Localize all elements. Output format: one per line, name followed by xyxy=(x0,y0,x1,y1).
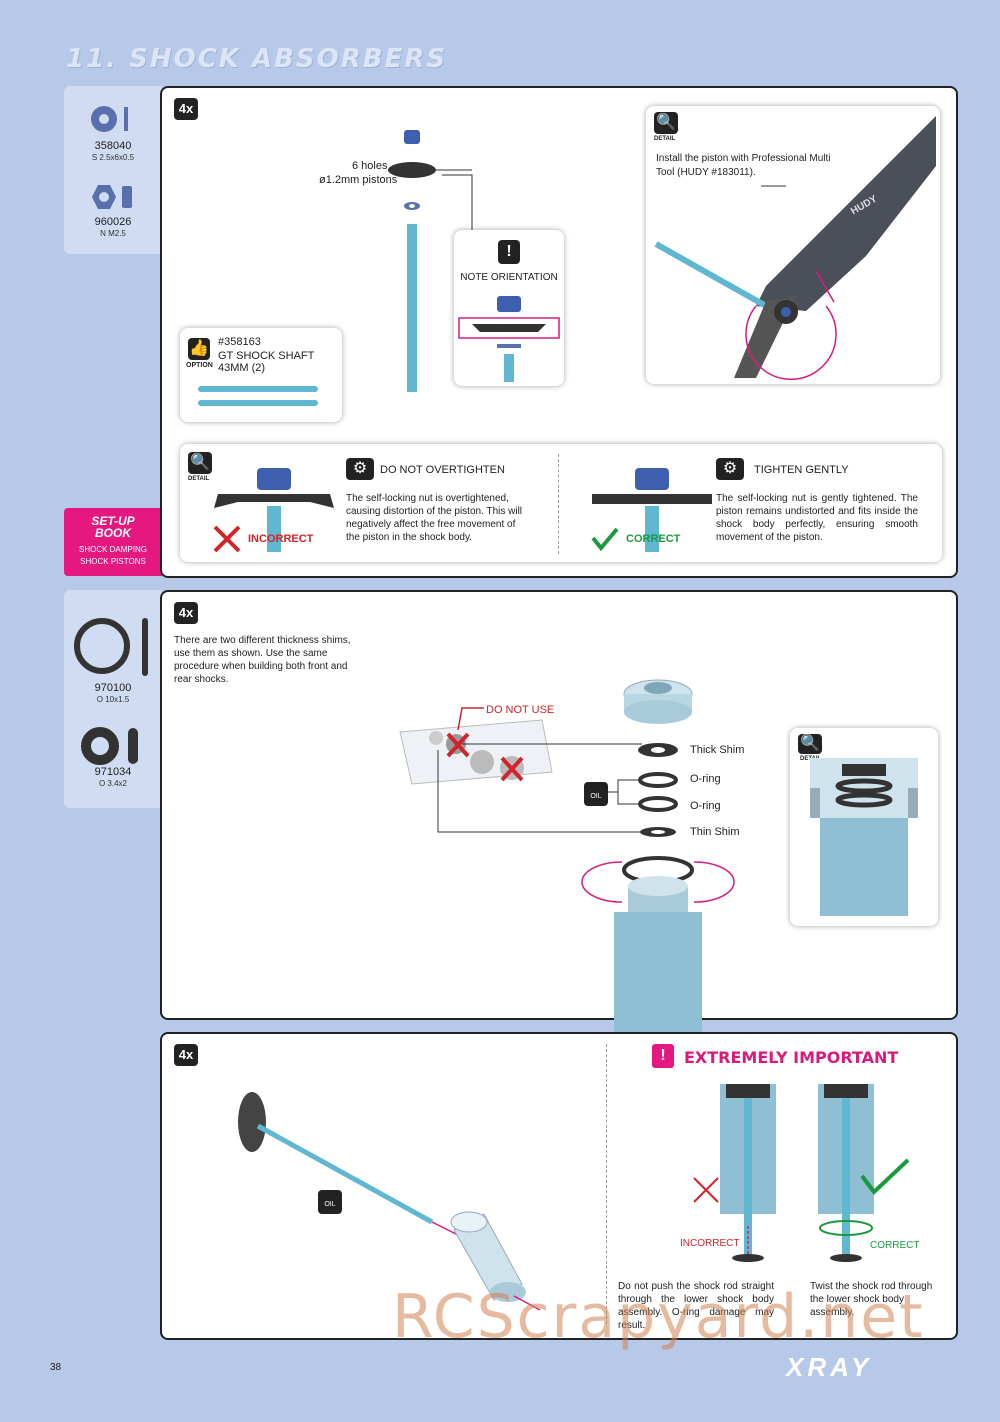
washer-icon xyxy=(91,106,128,132)
do-not-use-label: DO NOT USE xyxy=(486,704,555,716)
parts-sidebar-1: 358040 S 2.5x6x0.5 960026 N M2.5 xyxy=(64,86,162,254)
part-size: S 2.5x6x0.5 xyxy=(91,153,135,162)
incorrect-text: Do not push the shock rod straight throu… xyxy=(618,1281,774,1331)
detail-magnifier-icon: 🔍 xyxy=(798,734,822,754)
option-box: 👍 OPTION #358163 GT SHOCK SHAFT 43MM (2) xyxy=(180,328,342,422)
setup-book-line: SHOCK PISTONS xyxy=(80,557,146,566)
exclamation-icon: ! xyxy=(652,1044,674,1068)
shock-shaft-option xyxy=(198,386,318,406)
oil-bottle-icon: OIL xyxy=(318,1190,342,1214)
tighten-detail-box: 🔍 DETAIL INCORRECT ⚙ DO NOT OVERTIGHTEN … xyxy=(180,444,942,562)
o-ring-icon xyxy=(81,727,138,765)
brand-logo: XRAY xyxy=(786,1352,873,1382)
part-code: 358040 xyxy=(94,140,132,152)
part-label: Thin Shim xyxy=(690,826,740,838)
correct-twist-diagram xyxy=(818,1084,910,1262)
part-label: O-ring xyxy=(690,773,721,785)
correct-text: The self-locking nut is gently tightened… xyxy=(716,493,918,543)
divider xyxy=(558,454,559,554)
part-size: N M2.5 xyxy=(100,229,126,238)
oil-label: OIL xyxy=(590,793,602,800)
leader-line xyxy=(442,174,473,230)
watermark: RCScrapyard.net xyxy=(392,1282,925,1352)
shaft-insertion-diagram xyxy=(238,1092,541,1311)
incorrect-text: The self-locking nut is overtightened, c… xyxy=(346,493,523,543)
incorrect-label: INCORRECT xyxy=(248,533,314,545)
oil-bottle-icon: OIL xyxy=(584,782,608,806)
part-size: O 3.4x2 xyxy=(98,779,127,788)
part-label: Thick Shim xyxy=(690,744,745,756)
quantity-badge: 4x xyxy=(174,98,198,120)
detail-magnifier-icon: 🔍 xyxy=(188,452,212,474)
note-orientation-box: ! NOTE ORIENTATION xyxy=(454,230,564,386)
correct-label: CORRECT xyxy=(870,1240,920,1251)
overtightened-piston-diagram xyxy=(214,468,334,552)
divider xyxy=(606,1044,607,1324)
detail-magnifier-icon: 🔍 xyxy=(654,112,678,134)
step-panel-2: 4x There are two different thickness shi… xyxy=(160,590,958,1032)
tool-instruction: Install the piston with Professional Mul… xyxy=(656,153,831,164)
shim-instruction: There are two different thickness shims,… xyxy=(174,635,351,685)
piston-orientation-diagram xyxy=(458,296,560,382)
setup-book-title: BOOK xyxy=(95,526,131,540)
step-panel-3: 4x OIL ! EXTREMELY IMPORTANT INCORRECT C… xyxy=(160,1032,958,1340)
shim-detail-box: 🔍 DETAIL xyxy=(790,728,938,926)
nut-icon xyxy=(92,185,132,209)
hudy-multi-tool-illustration xyxy=(654,116,936,380)
shim-sprue-diagram xyxy=(399,679,735,1032)
tool-instruction: Tool (HUDY #183011). xyxy=(656,167,756,178)
parts-sidebar-2: 970100 O 10x1.5 971034 O 3.4x2 xyxy=(64,590,162,808)
wrench-icon: ⚙ xyxy=(716,458,744,480)
part-code: 960026 xyxy=(94,216,132,228)
piston-shaft-diagram xyxy=(388,130,472,392)
part-code: 970100 xyxy=(94,682,132,694)
detail-label: DETAIL xyxy=(654,136,676,142)
step-panel-1: 4x 6 holes ø1.2mm pistons ! NOTE ORIENTA… xyxy=(160,86,958,578)
setup-book-line: SHOCK DAMPING xyxy=(78,545,147,554)
part-label: O-ring xyxy=(690,800,721,812)
correct-text: Twist the shock rod through the lower sh… xyxy=(810,1281,933,1318)
holes-label: ø1.2mm pistons xyxy=(319,174,398,186)
setup-book-badge: SET-UP BOOK SHOCK DAMPING SHOCK PISTONS xyxy=(64,508,162,576)
correct-title: TIGHTEN GENTLY xyxy=(754,464,849,476)
wrench-icon: ⚙ xyxy=(346,458,374,480)
shim-detail-cutaway xyxy=(810,758,918,916)
exclamation-icon: ! xyxy=(498,240,520,264)
quantity-badge: 4x xyxy=(174,1044,198,1066)
cross-icon xyxy=(213,525,241,553)
part-code: 971034 xyxy=(94,766,132,778)
incorrect-push-diagram xyxy=(693,1084,776,1262)
holes-label: 6 holes xyxy=(352,160,388,172)
note-title: NOTE ORIENTATION xyxy=(460,272,558,283)
check-icon xyxy=(591,527,619,552)
o-ring-icon xyxy=(74,618,148,676)
oil-label: OIL xyxy=(324,1201,336,1208)
correct-label: CORRECT xyxy=(626,533,681,545)
correct-piston-diagram xyxy=(592,468,712,552)
option-part-number: #358163 xyxy=(218,336,261,348)
thumbs-up-icon: 👍 xyxy=(188,338,210,360)
option-icon-label: OPTION xyxy=(186,362,213,369)
part-size: O 10x1.5 xyxy=(96,695,130,704)
quantity-badge: 4x xyxy=(174,602,198,624)
incorrect-title: DO NOT OVERTIGHTEN xyxy=(380,464,505,476)
option-part-name: GT SHOCK SHAFT 43MM (2) xyxy=(218,350,315,374)
setup-book-title: SET-UP xyxy=(91,514,135,528)
tool-detail-box: 🔍 DETAIL Install the piston with Profess… xyxy=(646,106,940,384)
page-title: 11. SHOCK ABSORBERS xyxy=(66,44,448,74)
page-number: 38 xyxy=(50,1362,62,1373)
incorrect-label: INCORRECT xyxy=(680,1238,740,1249)
important-title: EXTREMELY IMPORTANT xyxy=(684,1048,899,1067)
detail-label: DETAIL xyxy=(188,476,210,482)
